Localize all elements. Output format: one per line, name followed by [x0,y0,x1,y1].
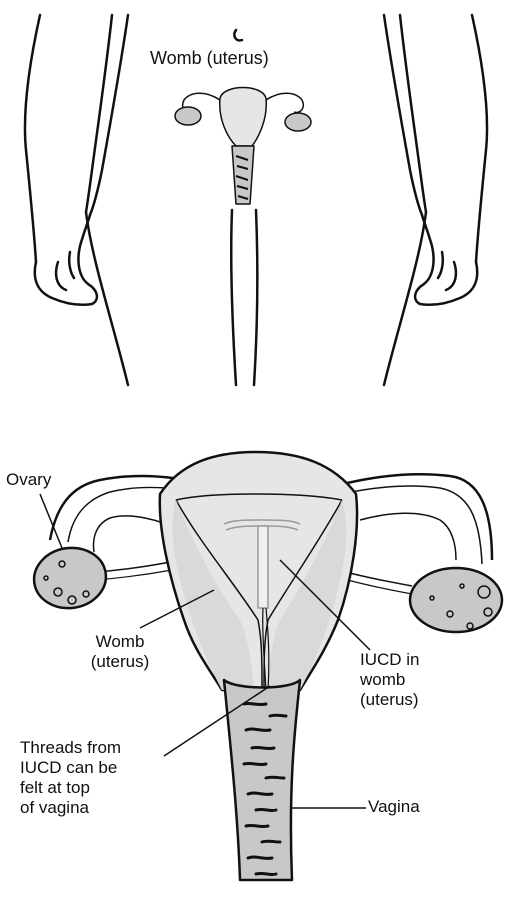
right-hand-detail [438,252,456,290]
label-threads-line-2: IUCD can be [20,758,170,778]
label-iucd-line-3: (uterus) [360,690,470,710]
ligament-right-2 [340,578,412,594]
label-vagina: Vagina [368,797,420,817]
right-torso-line [472,15,487,262]
small-uterus-body [220,88,267,147]
vagina [224,680,300,880]
body-outline [25,15,487,385]
label-womb-top: Womb (uterus) [150,48,269,68]
inner-leg-left [231,210,236,385]
inner-leg-right [254,210,257,385]
navel [234,30,242,40]
left-hand-detail [56,252,74,290]
label-womb-bottom-line-2: (uterus) [70,652,170,672]
label-threads-line-4: of vagina [20,798,170,818]
right-leg-line [384,212,426,385]
left-leg-line [86,212,128,385]
label-womb-bottom-line-1: Womb [70,632,170,652]
label-threads-line-3: felt at top [20,778,170,798]
label-threads-line-1: Threads from [20,738,170,758]
left-torso-line [25,15,40,262]
small-tube-right [266,93,303,112]
tube-right-3 [360,513,456,560]
small-vagina [232,146,254,204]
label-iucd-line-1: IUCD in [360,650,470,670]
small-ovary-left [175,107,201,125]
iucd-stem [258,526,268,608]
label-iucd: IUCD in womb (uterus) [360,650,470,710]
ovary-right [410,568,502,632]
label-iucd-line-2: womb [360,670,470,690]
small-ovary-right [285,113,311,131]
label-ovary: Ovary [6,470,51,490]
label-threads: Threads from IUCD can be felt at top of … [20,738,170,818]
ligament-left [96,562,170,572]
ovary-left [30,543,110,612]
small-uterus [175,88,311,205]
label-womb-bottom: Womb (uterus) [70,632,170,672]
